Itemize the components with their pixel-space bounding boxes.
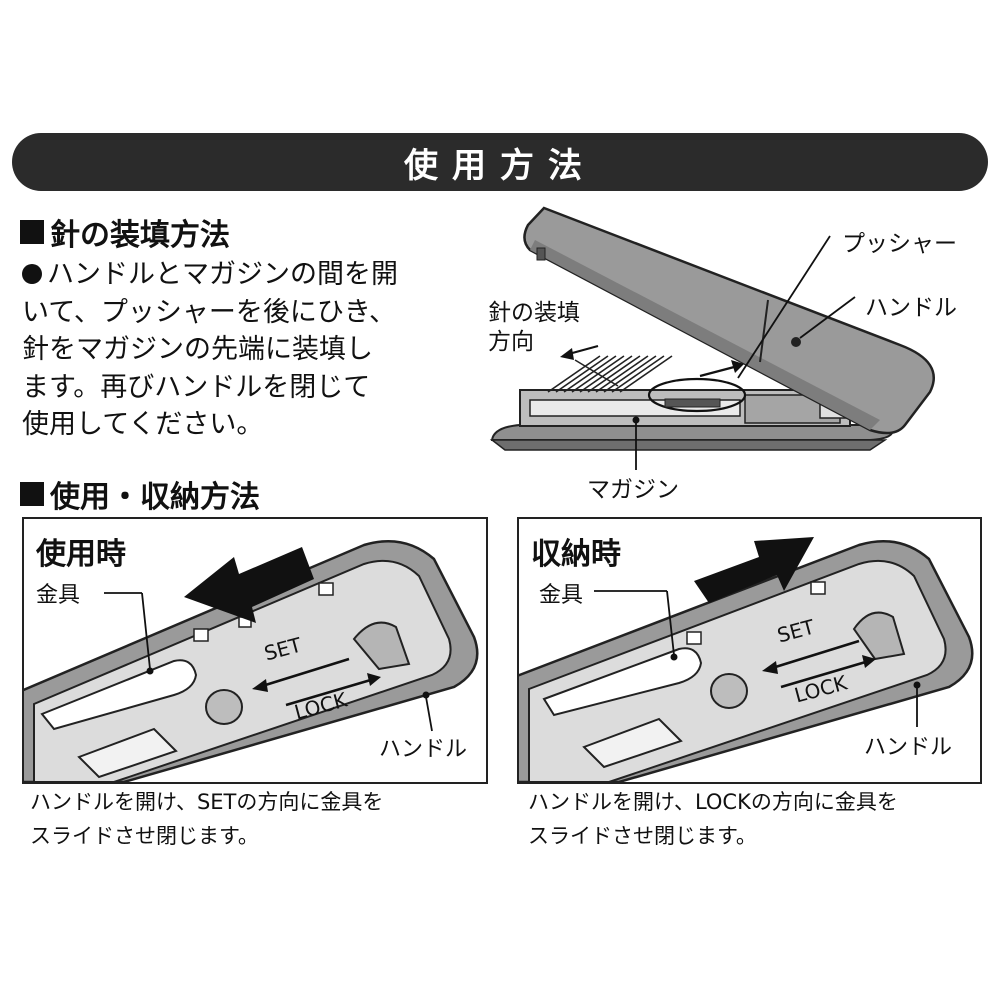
label-fitting: 金具 bbox=[36, 583, 81, 608]
label-load-direction: 方向 bbox=[488, 329, 534, 355]
label-handle: ハンドル bbox=[864, 735, 953, 760]
instruction-text: 針をマガジンの先端に装填し bbox=[22, 334, 373, 365]
square-bullet-icon bbox=[20, 220, 44, 244]
label-magazine: マガジン bbox=[587, 477, 679, 503]
stapler-diagram bbox=[489, 206, 935, 470]
label-handle: ハンドル bbox=[379, 737, 468, 762]
label-handle: ハンドル bbox=[865, 295, 957, 321]
title-banner: 使用方法 bbox=[12, 133, 988, 191]
square-bullet-icon bbox=[20, 482, 44, 506]
caption-in-use: ハンドルを開け、SETの方向に金具を スライドさせ閉じます。 bbox=[30, 790, 384, 848]
fitting-diagram-use bbox=[24, 539, 479, 782]
label-load-direction: 針の装填 bbox=[488, 300, 580, 326]
fitting-diagram-store bbox=[519, 537, 974, 782]
panel-title: 使用時 bbox=[36, 537, 126, 572]
panel-title: 収納時 bbox=[531, 537, 621, 572]
loading-instructions: ハンドルとマガジンの間を開 いて、プッシャーを後にひき、 針をマガジンの先端に装… bbox=[22, 256, 442, 444]
section-heading-text: 針の装填方法 bbox=[50, 218, 230, 253]
instruction-text: ハンドルとマガジンの間を開 bbox=[22, 256, 442, 294]
panel-storage: 収納時 金具 SET LOCK ハンドル bbox=[517, 517, 982, 784]
instruction-text: ます。再びハンドルを閉じて bbox=[22, 371, 371, 403]
label-pusher: プッシャー bbox=[842, 231, 957, 257]
panel-in-use: 使用時 金具 SET LOCK ハンドル bbox=[22, 517, 488, 784]
banner-title: 使用方法 bbox=[404, 145, 596, 186]
instruction-text: 使用してください。 bbox=[22, 409, 264, 440]
section-heading-usage: 使用・収納方法 bbox=[20, 472, 260, 516]
circle-bullet-icon bbox=[22, 264, 42, 284]
label-fitting: 金具 bbox=[539, 583, 584, 608]
instruction-text: いて、プッシャーを後にひき、 bbox=[22, 296, 396, 328]
section-heading-loading: 針の装填方法 bbox=[20, 210, 230, 254]
caption-storage: ハンドルを開け、LOCKの方向に金具を スライドさせ閉じます。 bbox=[528, 790, 898, 848]
section-heading-text: 使用・収納方法 bbox=[50, 480, 260, 515]
